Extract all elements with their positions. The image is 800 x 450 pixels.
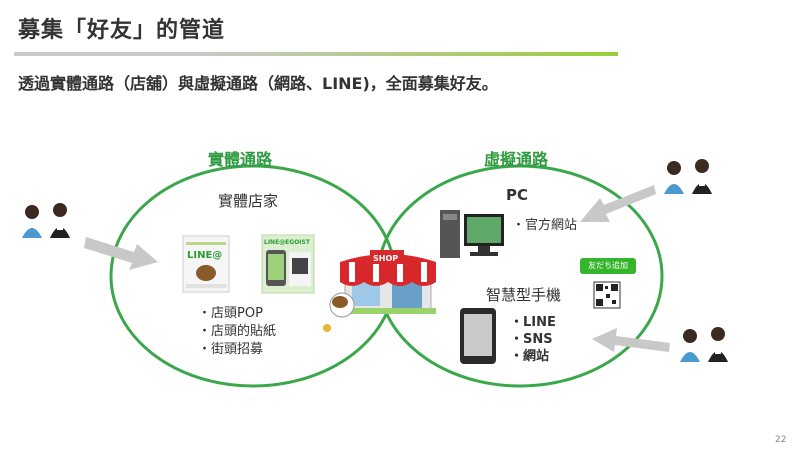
pc-method-list: ・官方網站 bbox=[512, 214, 577, 233]
pop-logo-text: LINE@ bbox=[187, 250, 222, 261]
line-friend-add-button: 友だち追加 bbox=[580, 258, 636, 274]
arrow-bottom-right-people-icon bbox=[592, 328, 670, 352]
offline-method-item: ・店頭POP bbox=[198, 306, 263, 321]
shop-icon bbox=[340, 250, 436, 314]
offline-channel-heading: 實體通路 bbox=[208, 150, 273, 169]
smartphone-method-item: ・LINE bbox=[510, 315, 556, 330]
smartphone-method-list: ・LINE ・SNS ・網站 bbox=[510, 314, 556, 365]
sticker-logo-text: LINE@EGOIST bbox=[264, 239, 311, 246]
online-channel-heading: 虛擬通路 bbox=[484, 150, 549, 169]
brown-bear-mascot-icon bbox=[323, 292, 355, 332]
arrow-left-people-icon bbox=[84, 237, 158, 270]
title-underline bbox=[14, 52, 618, 56]
people-group-top-right-icon bbox=[664, 159, 712, 194]
page-number: 22 bbox=[775, 435, 787, 445]
qr-code-icon bbox=[593, 281, 621, 309]
offline-method-item: ・店頭的貼紙 bbox=[198, 324, 277, 339]
smartphone-method-item: ・網站 bbox=[510, 349, 550, 364]
people-group-bottom-right-icon bbox=[680, 327, 728, 362]
smartphone-method-item: ・SNS bbox=[510, 332, 553, 347]
shop-sign-text: SHOP bbox=[373, 254, 398, 263]
subtitle: 透過實體通路（店舖）與虛擬通路（網路、LINE)，全面募集好友。 bbox=[18, 74, 498, 93]
offline-method-item: ・街頭招募 bbox=[198, 342, 264, 357]
offline-method-list: ・店頭POP ・店頭的貼紙 ・街頭招募 bbox=[198, 305, 276, 359]
pc-computer-icon bbox=[440, 210, 504, 258]
pc-method-item: ・官方網站 bbox=[512, 218, 578, 233]
physical-store-label: 實體店家 bbox=[218, 192, 279, 210]
smartphone-label: 智慧型手機 bbox=[486, 286, 562, 304]
people-group-left-icon bbox=[22, 203, 70, 238]
pop-stand-image: LINE@ bbox=[182, 235, 230, 293]
page-title: 募集「好友」的管道 bbox=[18, 18, 226, 43]
smartphone-icon bbox=[460, 308, 496, 364]
arrow-top-right-people-icon bbox=[580, 185, 656, 222]
pc-label: PC bbox=[506, 186, 529, 204]
sticker-image: LINE@EGOIST bbox=[261, 234, 315, 294]
